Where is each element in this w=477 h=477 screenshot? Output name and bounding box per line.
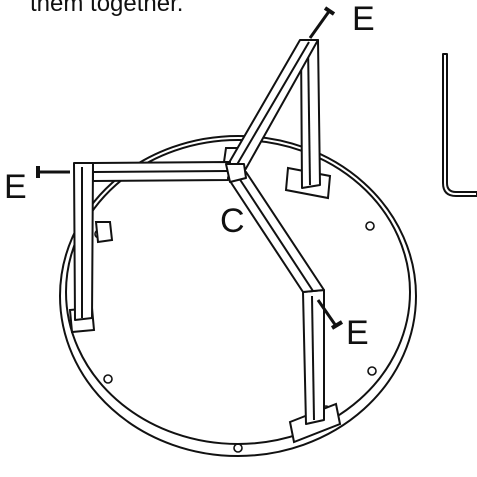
label-center-bracket: C xyxy=(220,202,245,240)
screw-hole xyxy=(233,443,243,453)
bracket-arm-left-edge xyxy=(93,170,229,173)
screw-hole xyxy=(367,366,377,376)
screw-right-head xyxy=(330,320,344,330)
screw-hole xyxy=(103,374,113,384)
leg-lower-right-edge xyxy=(311,295,315,421)
instruction-text: them together. xyxy=(30,0,184,17)
bracket-hub xyxy=(225,163,247,183)
screw-top xyxy=(308,6,336,39)
screw-top-head xyxy=(323,6,336,16)
label-screw-left: E xyxy=(4,168,27,206)
screw-top-shaft xyxy=(308,9,332,39)
leg-upper-right-edge xyxy=(307,44,311,186)
screw-right xyxy=(316,299,344,330)
seat-outer-rim xyxy=(59,135,417,457)
bracket-arm-bottom-edge xyxy=(236,174,314,292)
seat-underside xyxy=(59,135,417,457)
screws xyxy=(36,6,344,330)
mounting-plate-left xyxy=(94,221,114,244)
center-bracket-c xyxy=(92,39,325,293)
allen-key-body xyxy=(442,53,477,197)
screw-right-shaft xyxy=(316,299,338,327)
bracket-arm-top-edge xyxy=(234,41,310,169)
allen-key xyxy=(442,53,477,197)
screw-hole xyxy=(365,221,375,231)
legs xyxy=(73,39,325,425)
label-screw-top: E xyxy=(352,0,375,38)
leg-left xyxy=(73,162,94,321)
label-screw-right: E xyxy=(346,314,369,352)
screw-left xyxy=(36,166,70,178)
